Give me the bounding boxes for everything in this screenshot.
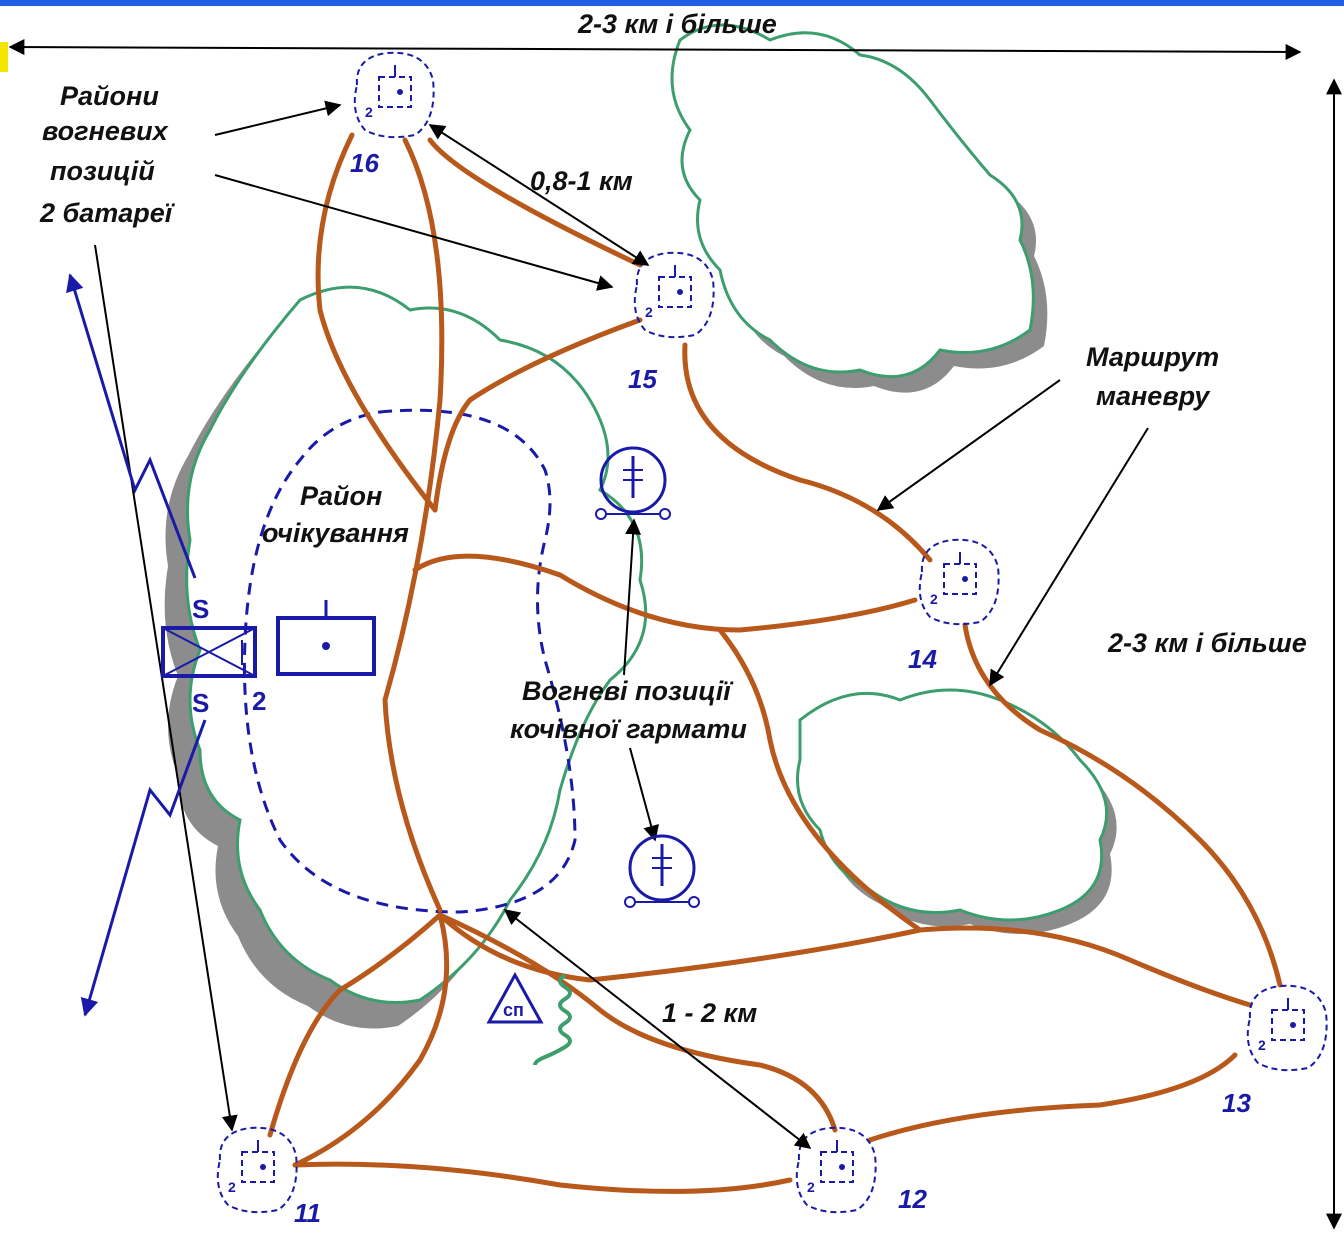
width-label-right: 2-3 км і більше [1107, 628, 1307, 658]
signal-letter-top: S [192, 594, 209, 624]
firing-position-12[interactable]: 2 [795, 1126, 877, 1214]
firing-areas-label-line1: Райони [60, 81, 159, 111]
width-arrow-top [8, 39, 1302, 60]
waiting-area-outline [242, 408, 577, 914]
position-13-label: 13 [1222, 1088, 1251, 1118]
position-14-label: 14 [908, 644, 937, 674]
position-14-sub: 2 [930, 591, 938, 607]
firing-position-16[interactable]: 2 [353, 51, 435, 139]
battery-number: 2 [252, 686, 266, 716]
position-12-label: 12 [898, 1184, 927, 1214]
position-16-label: 16 [350, 148, 379, 178]
position-12-sub: 2 [807, 1179, 815, 1195]
signal-letter-bottom: S [192, 688, 209, 718]
command-post-symbol[interactable] [161, 626, 257, 678]
nomad-gun-symbol-lower[interactable] [624, 834, 700, 908]
position-13-sub: 2 [1258, 1037, 1266, 1053]
distance-positions-label: 0,8-1 км [530, 166, 633, 196]
forest-upper-right [670, 23, 1048, 393]
left-marker [0, 42, 8, 72]
battery-command-symbol[interactable] [276, 600, 376, 676]
forest-central [164, 285, 648, 1029]
waiting-area-label-line2: очікування [262, 518, 409, 548]
position-15-label: 15 [628, 364, 657, 394]
firing-position-13[interactable]: 2 [1246, 984, 1328, 1072]
nomad-gun-symbol-upper[interactable] [595, 446, 671, 520]
position-11-sub: 2 [228, 1179, 236, 1195]
position-15-sub: 2 [645, 304, 653, 320]
firing-areas-label-line4: 2 батареї [39, 198, 176, 228]
waiting-area-label-line1: Район [300, 481, 382, 511]
width-label-top: 2-3 км і більше [577, 9, 777, 39]
pointer-arrows [94, 100, 1149, 1149]
forest-lower-right [796, 688, 1117, 934]
position-16-sub: 2 [365, 104, 373, 120]
aid-post-symbol[interactable]: сп [486, 971, 572, 1066]
aid-post-label: сп [503, 1000, 524, 1020]
firing-position-15[interactable]: 2 [633, 251, 715, 339]
distance-waiting-label: 1 - 2 км [662, 998, 757, 1028]
firing-areas-label-line3: позицій [50, 156, 155, 186]
nomad-gun-label-line1: Вогневі позиції [522, 676, 734, 706]
top-frame [0, 0, 1344, 6]
position-11-label: 11 [294, 1198, 321, 1228]
firing-position-11[interactable]: 2 [216, 1126, 298, 1214]
maneuver-route-label-line1: Маршрут [1086, 342, 1219, 372]
firing-areas-label-line2: вогневих [42, 116, 169, 146]
nomad-gun-label-line2: кочівної гармати [510, 714, 747, 744]
maneuver-route-label-line2: маневру [1096, 381, 1211, 411]
firing-position-14[interactable]: 2 [918, 538, 1000, 626]
signal-lines [66, 273, 207, 1017]
